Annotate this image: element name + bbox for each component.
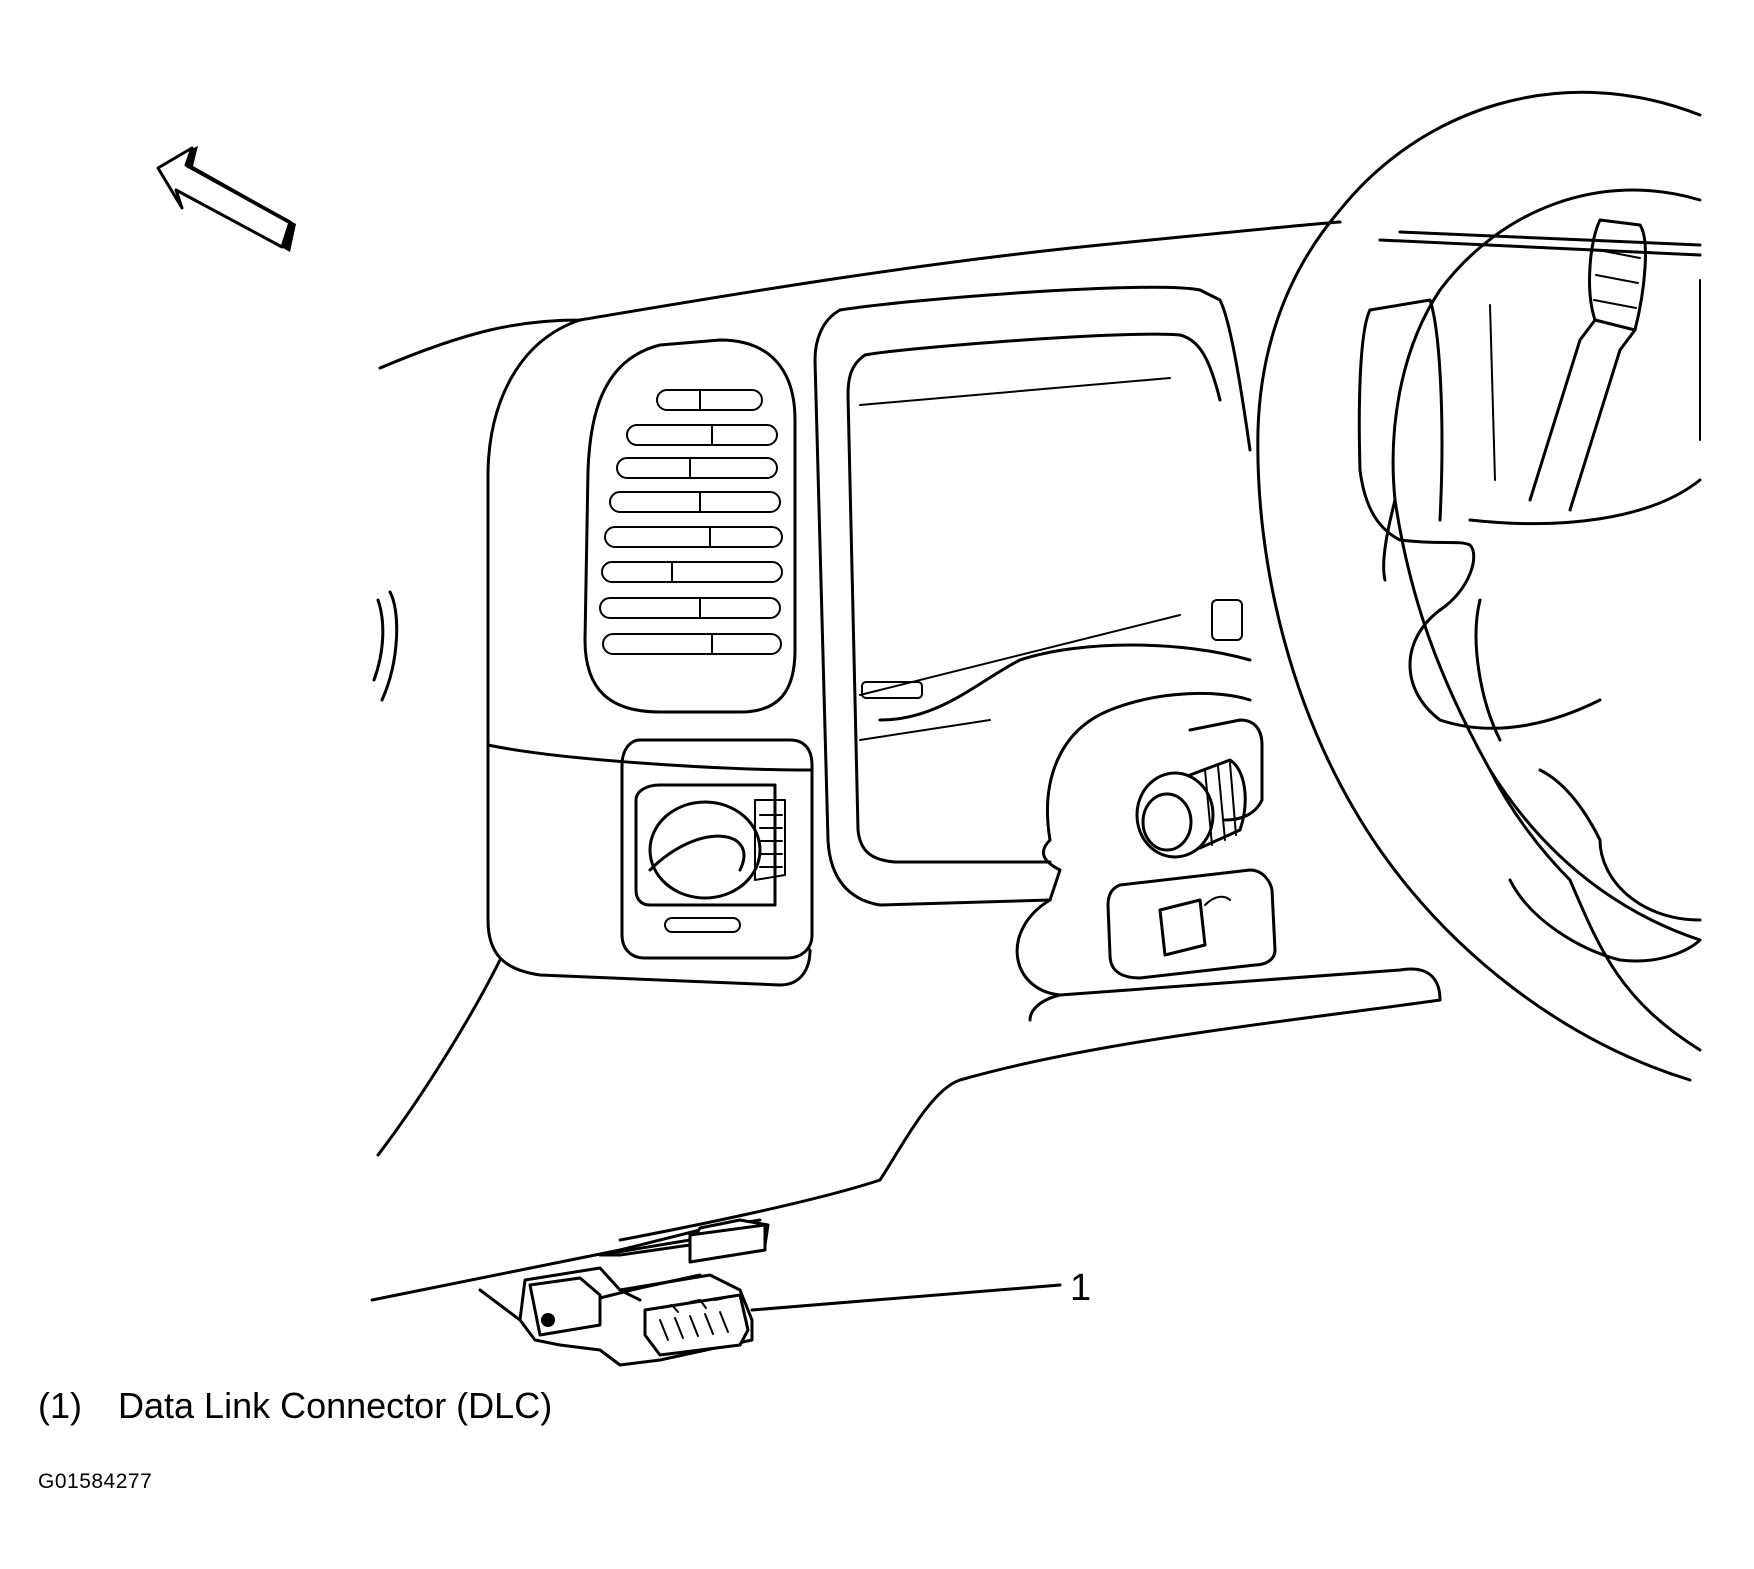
figure-id: G01584277 [38, 1470, 153, 1493]
steering-wheel [1256, 90, 1702, 1082]
left-air-vent [583, 338, 797, 714]
cruise-switch [1106, 868, 1277, 980]
headlamp-switch [620, 738, 814, 960]
vent-housing [486, 318, 812, 987]
direction-arrow-icon [156, 146, 296, 252]
callout-number-1: 1 [1070, 1267, 1091, 1309]
ignition-switch [1046, 691, 1264, 859]
data-link-connector [370, 1218, 770, 1367]
turn-signal-stalk [1528, 218, 1647, 512]
legend-number: (1) [38, 1385, 82, 1426]
callout-leader-1 [750, 1283, 1062, 1312]
legend-text: Data Link Connector (DLC) [118, 1385, 553, 1426]
legend: (1) Data Link Connector (DLC) [38, 1385, 552, 1427]
knee-bolster [1015, 898, 1442, 1002]
instrument-cluster [813, 285, 1252, 907]
dash-lower-edge [376, 958, 502, 1157]
dash-top-edge [378, 220, 1342, 370]
vent-louvers [599, 389, 783, 655]
